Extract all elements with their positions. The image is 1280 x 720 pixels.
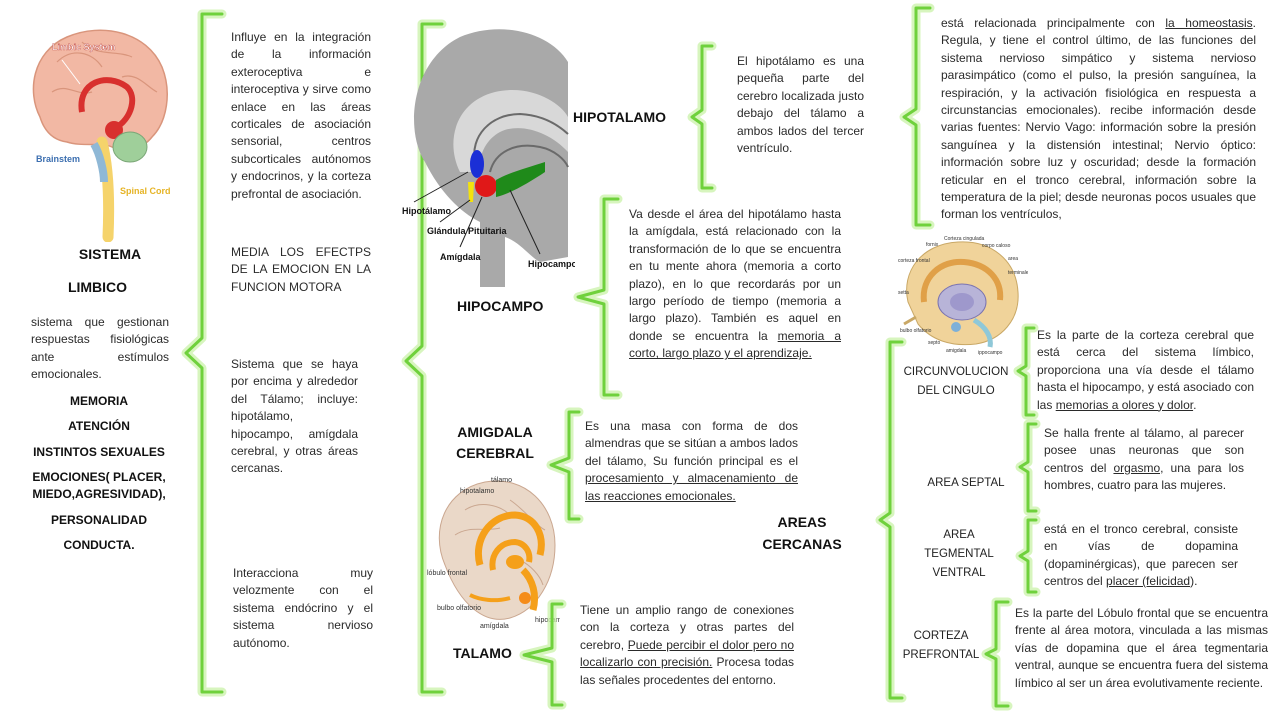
tegmental-label: AREA TEGMENTAL VENTRAL <box>924 529 994 579</box>
cingulate-brain-diagram: Corteza cingulada fornix corpo caloso co… <box>898 236 1028 356</box>
amigdala-small-label: amigdala <box>946 348 967 354</box>
cingulo-text-pre: Es la parte de la corteza cerebral que e… <box>1037 328 1254 412</box>
amigdala-text: Es una masa con forma de dos almendras q… <box>585 418 798 505</box>
talamo-text-post: Procesa todas las señales procedentes de… <box>580 655 794 687</box>
col2-text-interacciona: Interacciona muy velozmente con el siste… <box>233 566 373 650</box>
tegmental-text-post: ). <box>1190 574 1198 589</box>
setta-label: setta <box>898 290 909 296</box>
tegmental-text: está en el tronco cerebral, consiste en … <box>1044 521 1238 591</box>
function-item: MEMORIA <box>70 394 128 408</box>
sagittal-brain-diagram: Hipotálamo Glándula Pituitaria Amígdala … <box>402 29 575 287</box>
cingulo-brace <box>1013 323 1039 420</box>
amigdala-diagram-label: Amígdala <box>440 252 482 262</box>
corpo-caloso-label: corpo caloso <box>982 243 1011 249</box>
terminale-label: terminale <box>1008 270 1028 276</box>
tegmental-brace <box>1015 515 1041 597</box>
hipocampo-title: HIPOCAMPO <box>457 298 544 314</box>
hipotalamo-detail: está relacionada principalmente con la h… <box>941 15 1256 224</box>
prefrontal-text: Es la parte del Lóbulo frontal que se en… <box>1015 606 1268 690</box>
septal-orgasmo-link: orgasmo, <box>1113 460 1164 475</box>
col2-text-sistema: Sistema que se haya por encima y alreded… <box>231 357 358 476</box>
bulbo-olfatorio-small-label: bulbo olfatorio <box>900 328 932 334</box>
sistema-limbico-definition: sistema que gestionan respuestas fisioló… <box>31 315 169 382</box>
hipocampo-diagram-label: Hipocampo <box>528 259 575 269</box>
area-label: area <box>1008 256 1018 262</box>
cingulo-text: Es la parte de la corteza cerebral que e… <box>1037 327 1254 414</box>
septal-text-post: una para los hombres, cuatro para las mu… <box>1044 460 1244 493</box>
spinal-cord-label: Spinal Cord <box>120 186 171 196</box>
hipotalamo-title: HIPOTALAMO <box>573 109 667 125</box>
septo-label: septo <box>928 340 940 346</box>
septal-text: Se halla frente al tálamo, al parecer po… <box>1044 425 1244 495</box>
hipotalamo-detail-pre: está relacionada principalmente con <box>941 16 1166 30</box>
col2-text-efectos: MEDIA LOS EFECTPS DE LA EMOCION EN LA FU… <box>231 245 371 294</box>
function-item: CONDUCTA. <box>63 538 135 552</box>
cingulo-label: CIRCUNVOLUCION DEL CINGULO <box>903 366 1009 397</box>
glandula-label: Glándula Pituitaria <box>427 226 508 236</box>
cingulo-memorias-link: memorias a olores y dolor <box>1055 397 1194 412</box>
main-brace-left <box>181 9 227 697</box>
prefrontal-label: CORTEZA PREFRONTAL <box>902 630 980 661</box>
brainstem-label: Brainstem <box>36 154 80 164</box>
septal-text-pre: Se halla frente al tálamo, al parecer po… <box>1044 426 1244 475</box>
areas-cercanas-brace <box>875 337 907 703</box>
bulbo-olfatorio-label: bulbo olfatorio <box>437 605 481 612</box>
function-item: EMOCIONES( PLACER, MIEDO,AGRESIVIDAD), <box>32 470 166 501</box>
amigdala-title-line2: CEREBRAL <box>456 445 534 461</box>
hipocampo-memoria-link: memoria a corto, largo plazo y el aprend… <box>629 328 841 361</box>
talamo-diagram-label: tálamo <box>491 477 512 484</box>
septal-brace <box>1015 419 1041 516</box>
talamo-text-pre: Tiene un amplio rango de conexiones con … <box>580 603 794 652</box>
hipocampo-brace <box>573 194 623 400</box>
amigdala-procesamiento-link: procesamiento y almacenamiento de las re… <box>585 471 798 503</box>
hipotalamo-diagram-label: Hipotálamo <box>402 206 452 216</box>
sistema-limbico-title-line2: LIMBICO <box>67 279 128 295</box>
talamo-dolor-link: Puede percibir el dolor pero no localiza… <box>580 637 794 670</box>
corteza-cingulada-label: Corteza cingulada <box>944 236 985 242</box>
homeostasis-link: la homeostasis <box>1165 16 1253 30</box>
amigdala-title-line1: AMIGDALA <box>457 424 533 440</box>
amigdala-brace <box>546 407 584 524</box>
corteza-frontal-label: corteza frontal <box>898 258 930 264</box>
hipocampo-text-pre: Va desde el área del hipotálamo hasta la… <box>629 207 841 343</box>
fornix-label: fornix <box>926 242 939 248</box>
function-item: ATENCIÓN <box>68 419 130 433</box>
function-item: INSTINTOS SEXUALES <box>33 445 165 459</box>
talamo-brace <box>519 599 567 710</box>
main-brace-middle <box>401 19 447 697</box>
amigdala-diagram2-label: amígdala <box>480 623 509 630</box>
areas-cercanas-title-line2: CERCANAS <box>762 536 842 552</box>
lobulo-frontal-label: lóbulo frontal <box>427 570 468 577</box>
function-item: PERSONALIDAD <box>50 513 147 527</box>
hipotalamo-desc: El hipotálamo es una pequeña parte del c… <box>737 54 864 156</box>
limbic-label: Limbic System <box>52 42 116 52</box>
limbic-system-brain-illustration: Limbic System Brainstem Spinal Cord <box>32 29 171 242</box>
prefrontal-brace <box>981 597 1013 711</box>
talamo-text: Tiene un amplio rango de conexiones con … <box>580 602 794 689</box>
talamo-title: TALAMO <box>453 645 512 661</box>
hipotalamo-diagram2-label: hipotalamo <box>460 488 494 495</box>
cingulo-text-post: . <box>1193 397 1197 412</box>
hipotalamo-brace <box>687 41 717 193</box>
sistema-limbico-title-line1: SISTEMA <box>78 246 142 262</box>
col2-text-integracion: Influye en la integración de la informac… <box>231 30 371 201</box>
functions-list: MEMORIA ATENCIÓN INSTINTOS SEXUALES EMOC… <box>28 394 170 552</box>
septal-label: AREA SEPTAL <box>927 477 1005 489</box>
ippocampo-label: ippocampo <box>978 350 1003 356</box>
tegmental-text-pre: está en el tronco cerebral, consiste en … <box>1044 522 1238 589</box>
hipotalamo-detail-brace <box>899 3 935 230</box>
amigdala-text-pre: Es una masa con forma de dos almendras q… <box>585 419 798 468</box>
limbic-orange-brain-diagram: tálamo hipotalamo lóbulo frontal bulbo o… <box>427 477 560 630</box>
tegmental-placer-link: placer (felicidad <box>1106 574 1191 589</box>
hipotalamo-detail-post: . Regula, y tiene el control último, de … <box>941 16 1257 222</box>
hipocampo-text: Va desde el área del hipotálamo hasta la… <box>629 206 841 363</box>
areas-cercanas-title-line1: AREAS <box>777 514 827 530</box>
